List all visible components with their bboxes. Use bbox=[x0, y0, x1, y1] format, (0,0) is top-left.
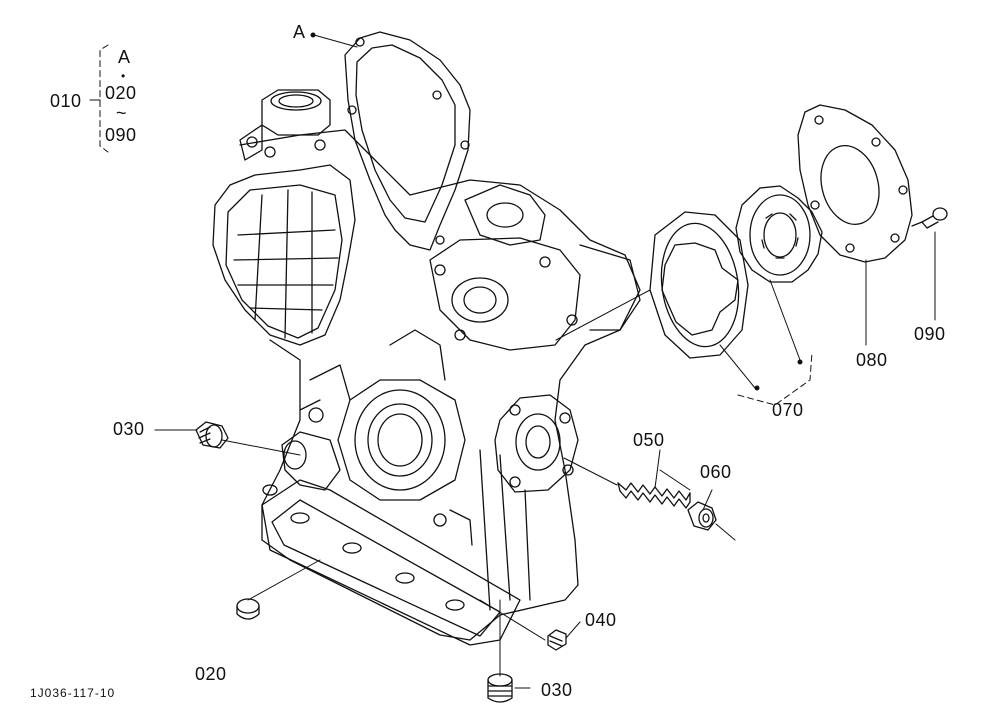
screw-part bbox=[911, 207, 948, 229]
label-part-040: 040 bbox=[585, 610, 617, 630]
label-part-060: 060 bbox=[700, 462, 732, 482]
label-group-main: 010 bbox=[50, 91, 82, 111]
plug-040 bbox=[547, 629, 567, 651]
label-ref-a: A bbox=[293, 22, 306, 42]
plug-030-bottom bbox=[487, 673, 513, 703]
label-group-ref-dot: • bbox=[121, 69, 127, 83]
label-part-030-bottom: 030 bbox=[541, 680, 573, 700]
plug-020 bbox=[236, 598, 260, 620]
label-part-030-left: 030 bbox=[113, 419, 145, 439]
gear-case bbox=[212, 31, 641, 646]
group-bracket bbox=[99, 44, 109, 153]
figure-code: 1J036-117-10 bbox=[30, 686, 116, 700]
label-group-ref-a: A bbox=[118, 47, 131, 67]
label-group-tilde: ~ bbox=[116, 103, 128, 123]
label-part-080: 080 bbox=[856, 350, 888, 370]
label-part-070: 070 bbox=[772, 400, 804, 420]
leader-lines bbox=[154, 32, 936, 689]
label-group-from: 020 bbox=[105, 83, 137, 103]
oil-pump-gasket bbox=[797, 104, 913, 263]
label-part-090: 090 bbox=[914, 324, 946, 344]
bracket-070 bbox=[737, 351, 813, 406]
label-part-050: 050 bbox=[633, 430, 665, 450]
relief-valve bbox=[687, 501, 717, 531]
relief-valve-spring bbox=[617, 482, 691, 509]
label-group-to: 090 bbox=[105, 125, 137, 145]
label-part-020: 020 bbox=[195, 664, 227, 684]
plug-030-left bbox=[195, 421, 229, 449]
oil-pump-rotor-set bbox=[649, 185, 823, 359]
